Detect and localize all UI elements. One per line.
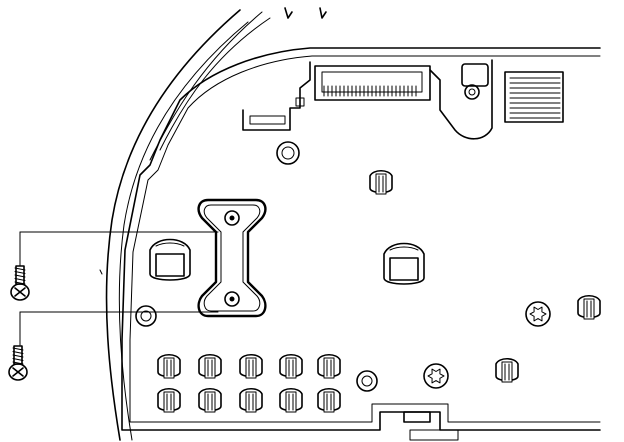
printed-circuit-board (121, 47, 601, 431)
bulb-socket (157, 353, 181, 379)
bulb-holder (149, 238, 191, 281)
bulb-holders (149, 238, 425, 285)
torx-fastener (525, 301, 551, 327)
bulb-socket (239, 353, 263, 379)
torx-fasteners (423, 301, 551, 389)
mounting-screw-upper (10, 265, 30, 301)
bulb-socket (279, 353, 303, 379)
bulb-socket (369, 169, 393, 195)
mounting-holes (135, 141, 378, 392)
bulb-socket (198, 353, 222, 379)
leader-lines (19, 231, 219, 346)
screw-drive (14, 287, 26, 297)
bulb-socket (157, 387, 181, 413)
screw-thread (12, 361, 24, 365)
bottom-tabs (403, 411, 459, 441)
screw-thread (12, 358, 24, 361)
screw-thread (12, 347, 24, 351)
mounting-screw-lower (8, 345, 28, 381)
bulb-socket (198, 387, 222, 413)
bulb-socket (317, 353, 341, 379)
torx-fastener (423, 363, 449, 389)
bulb-holder (383, 242, 425, 285)
bulb-socket (495, 357, 519, 383)
screw-thread (14, 274, 26, 278)
screw-thread (12, 351, 24, 354)
screw-thread (14, 278, 26, 281)
connector-strip (314, 65, 431, 101)
screw-thread (14, 267, 26, 271)
bulb-sockets (157, 169, 601, 413)
right-mount-tab (461, 63, 564, 123)
bulb-socket (279, 387, 303, 413)
screw-thread (14, 281, 26, 285)
screw-thread (12, 354, 24, 358)
bulb-socket (239, 387, 263, 413)
bracket-plate (197, 198, 267, 318)
bulb-socket (577, 294, 601, 320)
screw-drive (12, 367, 24, 377)
bulb-socket (317, 387, 341, 413)
screw-thread (14, 271, 26, 274)
